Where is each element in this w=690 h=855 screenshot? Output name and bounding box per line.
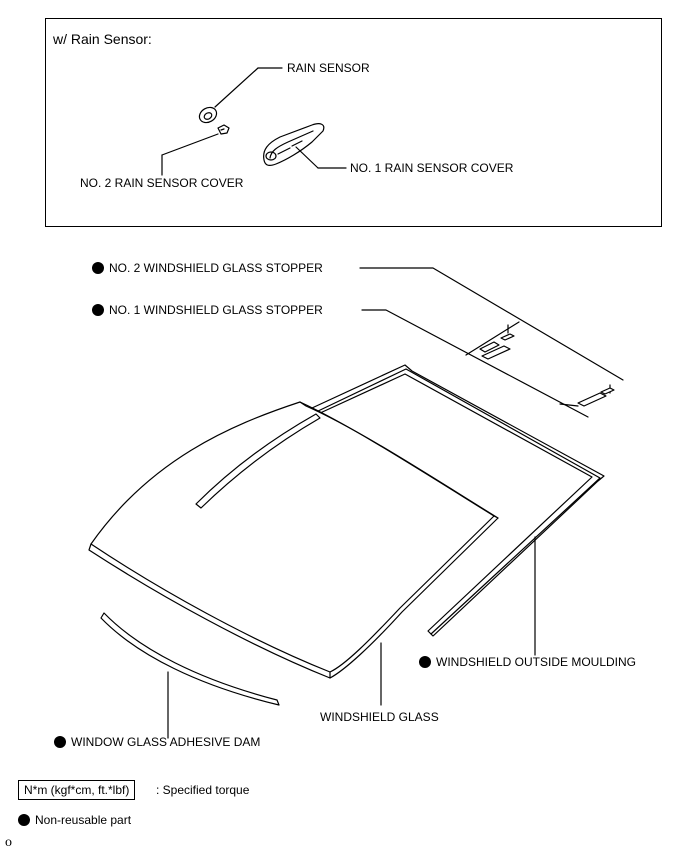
window-glass-adhesive-dam-part <box>100 612 280 739</box>
no2-stopper-leader <box>359 267 624 381</box>
torque-unit-box: N*m (kgf*cm, ft.*lbf) <box>18 780 136 800</box>
nonreusable-dot-adhesive-dam <box>54 736 66 748</box>
windshield-glass-stoppers <box>479 333 615 407</box>
windshield-glass-part <box>88 401 499 706</box>
rain-sensor-leader <box>214 67 259 108</box>
no1-windshield-glass-stopper-label: NO. 1 WINDSHIELD GLASS STOPPER <box>109 303 323 317</box>
window-glass-adhesive-dam-label: WINDOW GLASS ADHESIVE DAM <box>71 735 261 749</box>
nonreusable-dot-no2-stopper <box>92 262 104 274</box>
no1-stopper-leader <box>361 309 589 418</box>
no2-windshield-glass-stopper-label: NO. 2 WINDSHIELD GLASS STOPPER <box>109 261 323 275</box>
rain-sensor-inset-frame <box>45 18 662 227</box>
windshield-glass-label: WINDSHIELD GLASS <box>320 710 439 724</box>
inset-title: w/ Rain Sensor: <box>53 31 152 47</box>
windshield-outside-moulding-part <box>311 364 605 656</box>
nonreusable-legend-text: Non-reusable part <box>35 813 132 827</box>
no2-rain-sensor-cover-label: NO. 2 RAIN SENSOR COVER <box>80 176 244 190</box>
nonreusable-legend-dot <box>18 814 30 826</box>
no2-rain-sensor-cover-part <box>161 124 230 176</box>
no2-cover-leader <box>161 133 219 156</box>
torque-legend-text: : Specified torque <box>156 783 250 797</box>
no1-cover-leader <box>295 146 319 169</box>
nonreusable-dot-moulding <box>419 656 431 668</box>
rain-sensor-label: RAIN SENSOR <box>287 61 370 75</box>
rain-sensor-part <box>198 67 283 124</box>
no1-rain-sensor-cover-label: NO. 1 RAIN SENSOR COVER <box>350 161 514 175</box>
footer-code: o <box>5 835 12 850</box>
no1-rain-sensor-cover-part <box>263 123 347 169</box>
windshield-outside-moulding-label: WINDSHIELD OUTSIDE MOULDING <box>436 655 637 669</box>
nonreusable-dot-no1-stopper <box>92 304 104 316</box>
